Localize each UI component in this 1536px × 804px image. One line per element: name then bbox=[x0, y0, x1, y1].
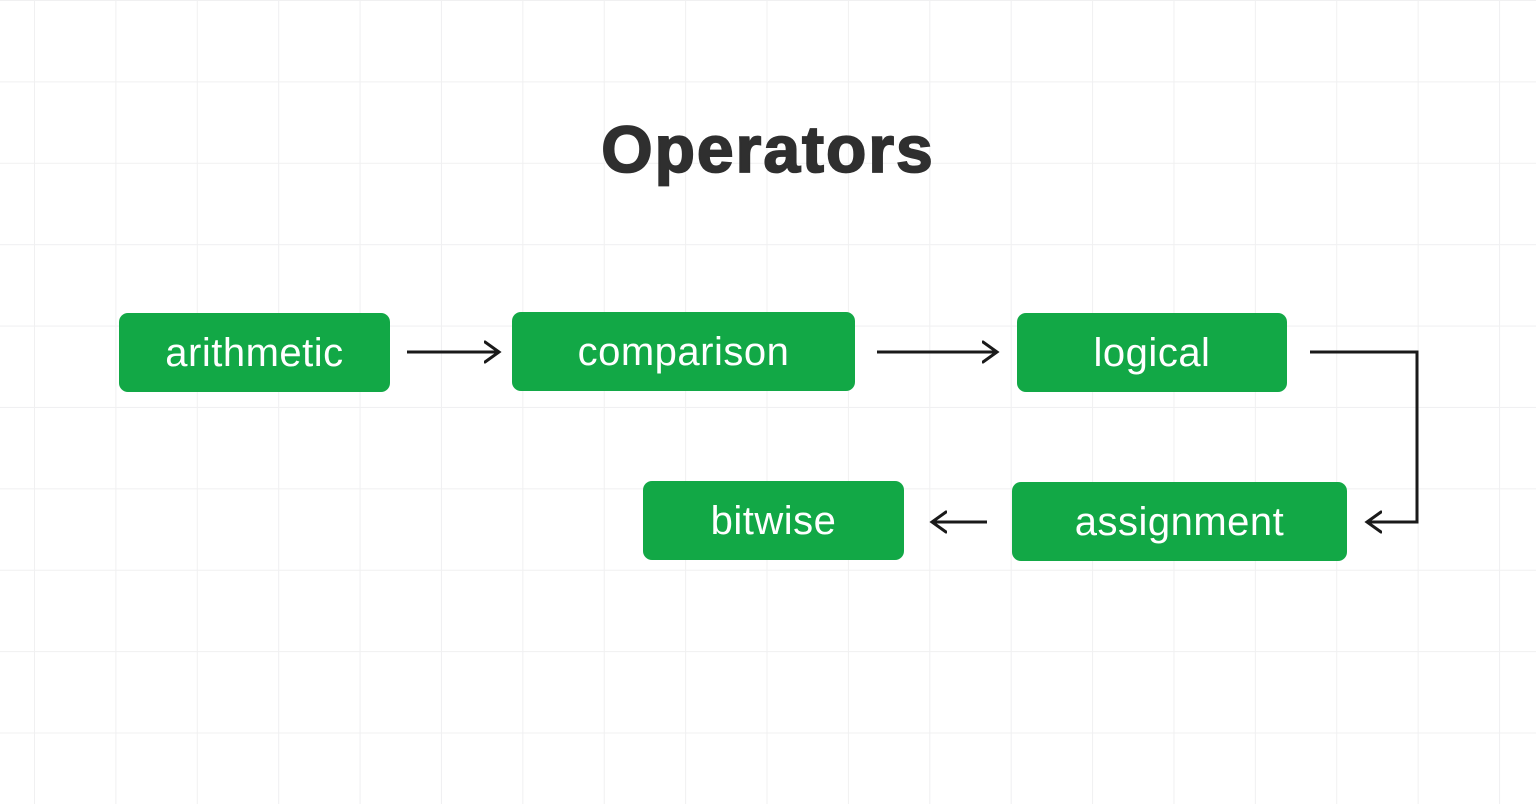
node-bitwise: bitwise bbox=[643, 481, 904, 560]
node-comparison: comparison bbox=[512, 312, 855, 391]
node-logical: logical bbox=[1017, 313, 1287, 392]
diagram-title: Operators bbox=[600, 112, 935, 186]
node-arithmetic: arithmetic bbox=[119, 313, 390, 392]
node-assignment: assignment bbox=[1012, 482, 1347, 561]
